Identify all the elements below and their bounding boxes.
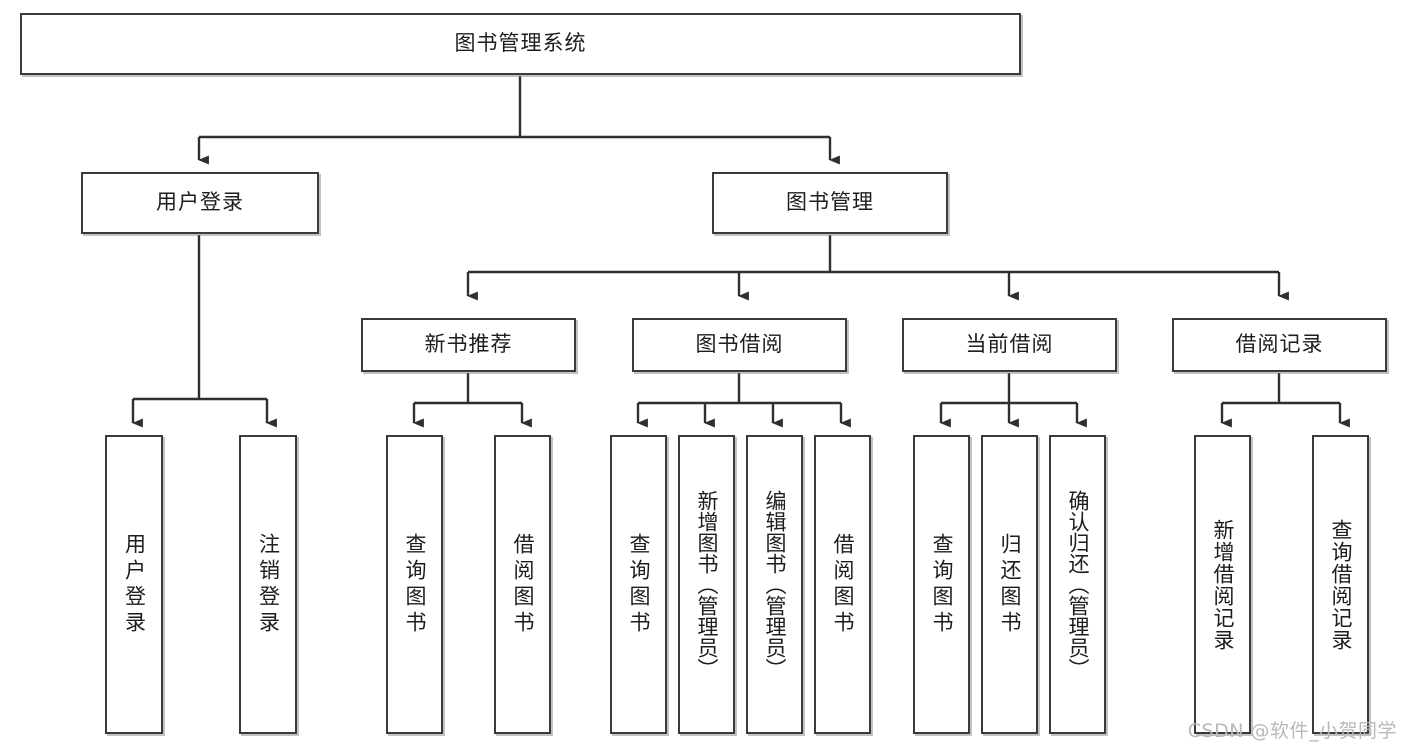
- node-user-login-label: 用户登录: [156, 190, 244, 215]
- node-leaf-confirm-return-label: 确认归还（管理员）: [1066, 490, 1090, 679]
- node-leaf-borrow-book-2[interactable]: 借阅图书: [814, 435, 871, 734]
- node-leaf-query-book-2-label: 查询图书: [627, 532, 651, 637]
- node-leaf-return-book[interactable]: 归还图书: [981, 435, 1038, 734]
- node-leaf-edit-book-label: 编辑图书（管理员）: [763, 490, 787, 679]
- node-leaf-edit-book[interactable]: 编辑图书（管理员）: [746, 435, 803, 734]
- node-leaf-query-record-label: 查询借阅记录: [1329, 518, 1353, 651]
- node-leaf-borrow-book-1[interactable]: 借阅图书: [494, 435, 551, 734]
- node-leaf-confirm-return[interactable]: 确认归还（管理员）: [1049, 435, 1106, 734]
- csdn-watermark: CSDN @软件_小贺同学: [1187, 720, 1397, 742]
- node-leaf-query-book-3[interactable]: 查询图书: [913, 435, 970, 734]
- node-leaf-borrow-book-1-label: 借阅图书: [511, 532, 535, 637]
- node-borrow-record-label: 借阅记录: [1235, 332, 1324, 357]
- node-root[interactable]: 图书管理系统: [20, 13, 1021, 75]
- node-leaf-add-book-label: 新增图书（管理员）: [695, 490, 719, 679]
- node-leaf-query-book-1[interactable]: 查询图书: [386, 435, 443, 734]
- node-leaf-user-logout[interactable]: 注销登录: [239, 435, 297, 734]
- node-current-borrow-label: 当前借阅: [965, 332, 1054, 357]
- node-root-label: 图书管理系统: [454, 31, 587, 56]
- node-borrow-record[interactable]: 借阅记录: [1172, 318, 1387, 372]
- node-leaf-query-book-3-label: 查询图书: [930, 532, 954, 637]
- node-leaf-return-book-label: 归还图书: [998, 532, 1022, 637]
- node-leaf-query-book-1-label: 查询图书: [403, 532, 427, 637]
- node-leaf-add-book[interactable]: 新增图书（管理员）: [678, 435, 735, 734]
- node-book-borrow-label: 图书借阅: [695, 332, 784, 357]
- node-leaf-user-logout-label: 注销登录: [256, 532, 281, 637]
- node-leaf-add-record-label: 新增借阅记录: [1211, 518, 1235, 651]
- node-new-book-recommend-label: 新书推荐: [424, 332, 513, 357]
- node-leaf-query-book-2[interactable]: 查询图书: [610, 435, 667, 734]
- node-leaf-borrow-book-2-label: 借阅图书: [831, 532, 855, 637]
- node-book-manage[interactable]: 图书管理: [712, 172, 948, 234]
- node-leaf-query-record[interactable]: 查询借阅记录: [1312, 435, 1369, 734]
- node-leaf-user-login[interactable]: 用户登录: [105, 435, 163, 734]
- node-book-manage-label: 图书管理: [786, 190, 874, 215]
- node-new-book-recommend[interactable]: 新书推荐: [361, 318, 576, 372]
- node-current-borrow[interactable]: 当前借阅: [902, 318, 1117, 372]
- node-leaf-user-login-label: 用户登录: [122, 532, 147, 637]
- node-user-login[interactable]: 用户登录: [81, 172, 319, 234]
- node-leaf-add-record[interactable]: 新增借阅记录: [1194, 435, 1251, 734]
- node-book-borrow[interactable]: 图书借阅: [632, 318, 847, 372]
